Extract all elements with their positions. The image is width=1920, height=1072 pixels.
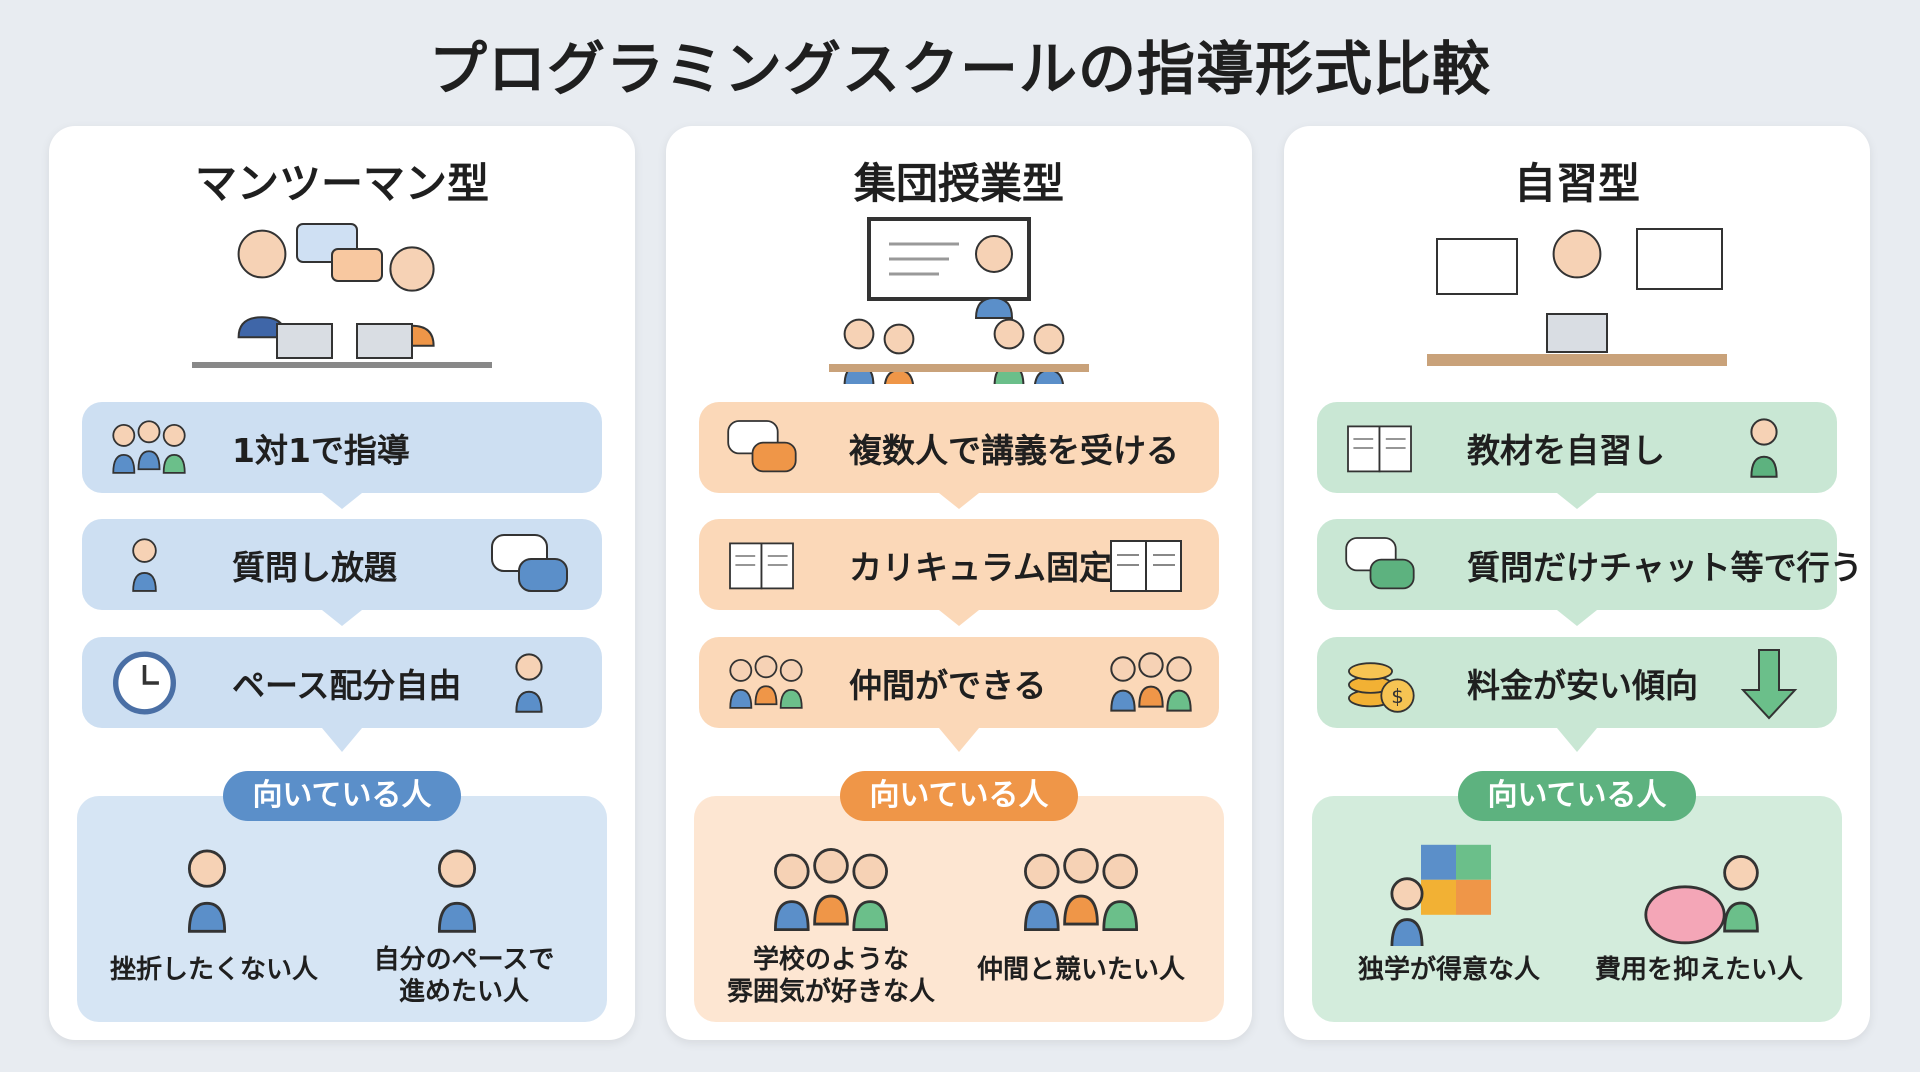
feature-text: カリキュラム固定 bbox=[849, 547, 1113, 587]
flow-arrow-icon bbox=[1557, 493, 1597, 509]
clock-icon bbox=[104, 645, 194, 721]
flow-arrow-icon bbox=[1557, 610, 1597, 626]
feature-row: カリキュラム固定 bbox=[699, 519, 1219, 610]
feature-text: 教材を自習し bbox=[1467, 430, 1665, 470]
feature-row: 質問し放題 bbox=[82, 519, 602, 610]
recommended-person: 独学が得意な人 bbox=[1324, 826, 1574, 1016]
recommended-person: 学校のような 雰囲気が好きな人 bbox=[706, 826, 956, 1016]
column-card: 集団授業型 複数人で講義を受ける カリキュラム固定 仲間ができる 向いている人 … bbox=[666, 126, 1252, 1040]
recommended-panel bbox=[77, 796, 607, 1022]
feature-text: 1対1で指導 bbox=[232, 430, 410, 470]
locked-book-icon bbox=[721, 527, 811, 603]
recommended-badge: 向いている人 bbox=[1458, 771, 1696, 821]
recommended-text: 学校のような 雰囲気が好きな人 bbox=[726, 945, 935, 1007]
studying-person-icon bbox=[1719, 410, 1819, 486]
feature-row: 複数人で講義を受ける bbox=[699, 402, 1219, 493]
feature-text: 料金が安い傾向 bbox=[1467, 665, 1698, 705]
feature-row: 質問だけチャット等で行う bbox=[1317, 519, 1863, 610]
feature-row: $ 料金が安い傾向 bbox=[1317, 637, 1837, 728]
flow-arrow-icon bbox=[322, 728, 362, 752]
feature-row: 1対1で指導 bbox=[82, 402, 602, 493]
question-bubble-icon bbox=[484, 527, 584, 603]
column-heading: 集団授業型 bbox=[853, 159, 1064, 208]
flow-arrow-icon bbox=[322, 493, 362, 509]
flow-arrow-icon bbox=[939, 493, 979, 509]
recommended-person: 費用を抑えたい人 bbox=[1574, 826, 1824, 1016]
friends-icon bbox=[1101, 645, 1201, 721]
books-icon bbox=[1101, 527, 1201, 603]
recommended-text: 自分のペースで 進めたい人 bbox=[373, 945, 555, 1007]
flexible-schedule-icon bbox=[484, 645, 584, 721]
recommended-text: 費用を抑えたい人 bbox=[1594, 955, 1803, 985]
flow-arrow-icon bbox=[939, 610, 979, 626]
coins-icon: $ bbox=[1339, 645, 1429, 721]
recommended-badge: 向いている人 bbox=[223, 771, 461, 821]
column-card: 自習型 教材を自習し 質問だけチャット等で行う $ 料金が安い傾向 向いている人… bbox=[1284, 126, 1870, 1040]
feature-text: 質問だけチャット等で行う bbox=[1467, 547, 1863, 587]
feature-row: 教材を自習し bbox=[1317, 402, 1837, 493]
recommended-person: 自分のペースで 進めたい人 bbox=[339, 826, 589, 1016]
tutor-and-student-icon bbox=[192, 214, 492, 384]
recommended-text: 仲間と競いたい人 bbox=[976, 955, 1185, 985]
recommended-text: 独学が得意な人 bbox=[1357, 955, 1540, 985]
classroom-lecture-icon bbox=[809, 214, 1109, 392]
feature-text: 仲間ができる bbox=[849, 665, 1047, 705]
feature-text: ペース配分自由 bbox=[232, 665, 462, 705]
raised-hand-icon bbox=[104, 527, 194, 603]
recommended-person: 仲間と競いたい人 bbox=[956, 826, 1206, 1016]
community-icon bbox=[721, 645, 811, 721]
recommended-badge: 向いている人 bbox=[840, 771, 1078, 821]
column-card: マンツーマン型 1対1で指導 質問し放題 ペース配分自由 向いている人 挫折した… bbox=[49, 126, 635, 1040]
svg-text:$: $ bbox=[1391, 685, 1404, 708]
chat-bubbles-icon bbox=[1339, 527, 1429, 603]
group-chat-icon bbox=[721, 410, 811, 486]
feature-row: ペース配分自由 bbox=[82, 637, 602, 728]
recommended-person: 挫折したくない人 bbox=[89, 826, 339, 1016]
feature-row: 仲間ができる bbox=[699, 637, 1219, 728]
page-title: プログラミングスクールの指導形式比較 bbox=[428, 35, 1491, 103]
self-study-icon bbox=[1427, 214, 1727, 384]
column-heading: マンツーマン型 bbox=[194, 159, 489, 208]
recommended-text: 挫折したくない人 bbox=[109, 955, 318, 985]
flow-arrow-icon bbox=[939, 728, 979, 752]
feature-text: 質問し放題 bbox=[232, 547, 397, 587]
handshake-icon bbox=[104, 410, 194, 486]
column-heading: 自習型 bbox=[1513, 159, 1640, 208]
down-arrow-icon bbox=[1719, 645, 1819, 721]
flow-arrow-icon bbox=[1557, 728, 1597, 752]
flow-arrow-icon bbox=[322, 610, 362, 626]
feature-text: 複数人で講義を受ける bbox=[849, 430, 1179, 470]
open-book-icon bbox=[1339, 410, 1429, 486]
